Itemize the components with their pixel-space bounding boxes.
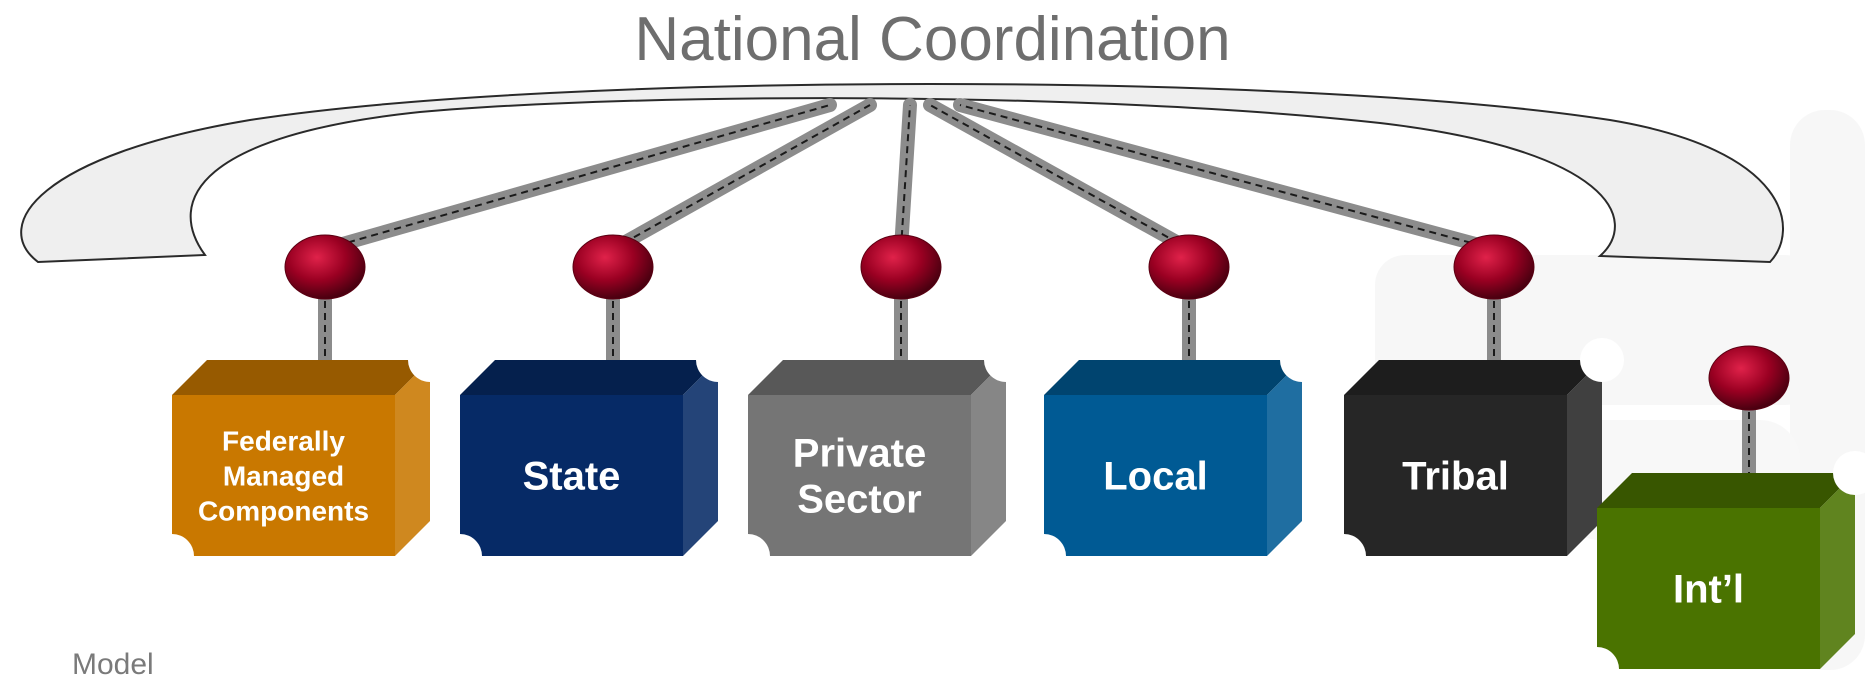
block-notch-private-0 [726, 534, 770, 578]
node-local: Local [1022, 234, 1324, 578]
block-notch-tribal-0 [1322, 534, 1366, 578]
node-label-state: State [523, 455, 621, 499]
node-label-line: Components [198, 495, 369, 526]
block-notch-local-0 [1022, 534, 1066, 578]
connector-knob-state [572, 234, 654, 300]
connector-dash-state [612, 104, 871, 250]
block-notch-intl-0 [1575, 647, 1619, 670]
node-label-local: Local [1103, 455, 1207, 499]
block-top-tribal [1344, 360, 1602, 395]
block-notch-intl-1 [1833, 451, 1865, 495]
block-front-state [460, 395, 683, 556]
node-label-line: Local [1103, 455, 1207, 499]
block-front-local [1044, 395, 1267, 556]
block-side-state [683, 360, 718, 556]
connector-dash-tribal [959, 104, 1495, 250]
node-label-line: Int’l [1673, 568, 1744, 612]
block-notch-private-1 [984, 338, 1028, 382]
block-top-private [748, 360, 1006, 395]
connector-dash-local [929, 104, 1190, 250]
block-front-private [748, 395, 971, 556]
block-notch-state-1 [696, 338, 740, 382]
block-notch-state-0 [438, 534, 482, 578]
node-intl: Int’l [1575, 345, 1865, 670]
block-notch-federal-1 [408, 338, 452, 382]
block-notch-tribal-1 [1580, 338, 1624, 382]
node-label-line: State [523, 455, 621, 499]
connector-knob-local [1148, 234, 1230, 300]
connector-knob-federal [284, 234, 366, 300]
node-tribal: Tribal [1322, 234, 1624, 578]
node-label-line: Managed [223, 460, 344, 491]
block-front-federal [172, 395, 395, 556]
block-side-intl [1820, 473, 1855, 669]
node-label-intl: Int’l [1673, 568, 1744, 612]
connector-lines [318, 98, 1501, 256]
block-top-state [460, 360, 718, 395]
block-side-federal [395, 360, 430, 556]
node-label-line: Tribal [1402, 455, 1509, 499]
block-side-tribal [1567, 360, 1602, 556]
node-label-line: Federally [222, 425, 345, 456]
block-top-intl [1597, 473, 1855, 508]
block-side-private [971, 360, 1006, 556]
block-side-local [1267, 360, 1302, 556]
block-notch-federal-0 [150, 534, 194, 578]
block-front-intl [1597, 508, 1820, 669]
footer-label: Model [72, 648, 154, 681]
block-top-federal [172, 360, 430, 395]
connector-knob-tribal [1453, 234, 1535, 300]
node-state: State [438, 234, 740, 578]
connector-dash-federal [324, 104, 831, 250]
block-front-tribal [1344, 395, 1567, 556]
block-notch-local-1 [1280, 338, 1324, 382]
connector-knob-private [860, 234, 942, 300]
connector-knob-intl [1708, 345, 1790, 411]
coordination-arch [20, 83, 1784, 264]
connector-dash-private [900, 104, 911, 250]
block-top-local [1044, 360, 1302, 395]
node-label-line: Sector [797, 478, 922, 522]
diagram-title: National Coordination [634, 5, 1231, 74]
node-label-tribal: Tribal [1402, 455, 1509, 499]
node-label-line: Private [793, 432, 926, 476]
